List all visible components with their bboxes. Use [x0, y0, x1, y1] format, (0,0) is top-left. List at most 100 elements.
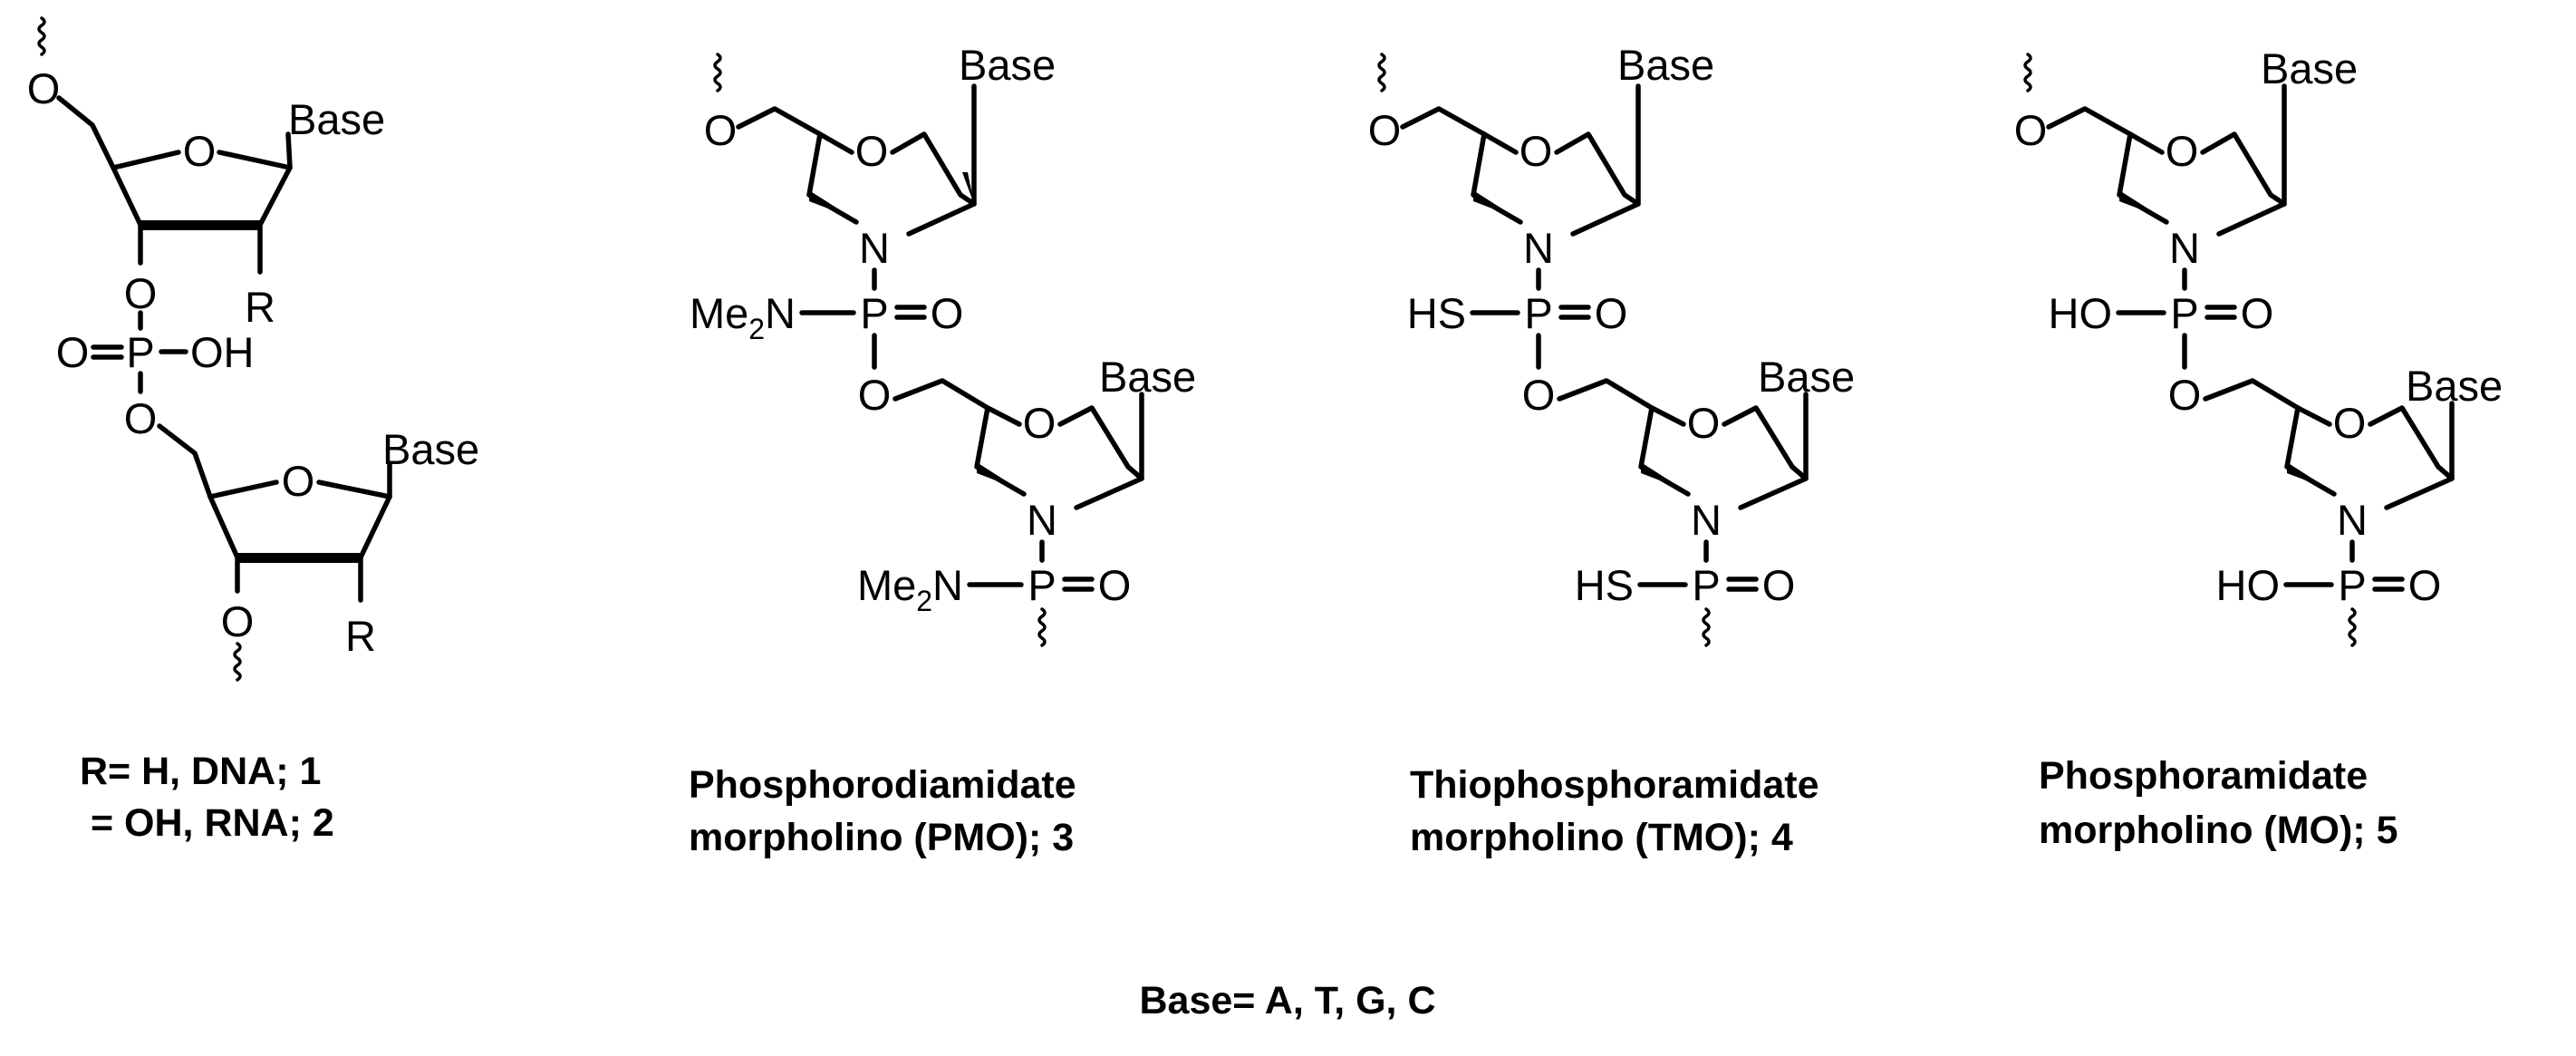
bond	[892, 378, 990, 411]
atom-n: N	[859, 224, 890, 272]
caption-4-line1: Thiophosphoramidate	[1410, 763, 1819, 807]
atom-o-5prime-b: O	[124, 394, 158, 442]
label-base: Base	[1099, 353, 1196, 401]
bold-bond	[237, 553, 361, 563]
label-ho: HO	[2049, 289, 2113, 337]
atom-ring-o: O	[855, 127, 889, 175]
double-bond-p-o	[2205, 305, 2237, 320]
atom-r: R	[245, 283, 275, 331]
wavy-bond	[713, 53, 722, 92]
caption-1-line2: = OH, RNA; 2	[91, 801, 334, 845]
wavy-bond	[37, 16, 46, 56]
label-base: Base	[288, 95, 385, 143]
label-base: Base	[382, 425, 479, 473]
wavy-bond	[233, 642, 242, 682]
atom-ring-o: O	[183, 127, 217, 175]
base-definition: Base= A, T, G, C	[1140, 979, 1436, 1022]
atom-o: O	[858, 371, 892, 419]
bond	[736, 106, 823, 137]
bond-base-1	[285, 131, 293, 170]
bond	[2203, 378, 2301, 411]
atom-ring-o: O	[2166, 127, 2199, 175]
wedge-bond	[1641, 462, 1684, 489]
caption-1-line1: R= H, DNA; 1	[80, 750, 321, 793]
double-bond-p-o	[2372, 576, 2405, 592]
structure-dna-rna: O O Base R O P O OH O O Base R O	[27, 16, 479, 682]
atom-o-double: O	[56, 328, 90, 376]
atom-o-double: O	[2408, 561, 2442, 609]
morpholine-ring	[806, 131, 977, 237]
atom-ring-o: O	[282, 457, 315, 505]
atom-p: P	[126, 328, 154, 376]
label-base: Base	[1758, 353, 1855, 401]
atom-o-5prime: O	[27, 64, 61, 112]
atom-p: P	[1524, 289, 1552, 337]
double-bond-p-o	[1062, 576, 1095, 592]
label-me2n: Me2N	[690, 289, 796, 345]
atom-ring-o: O	[1023, 399, 1056, 447]
label-base: Base	[2406, 362, 2503, 410]
wedge-bond	[977, 462, 1019, 489]
atom-o: O	[1522, 371, 1556, 419]
atom-p: P	[860, 289, 888, 337]
morpholine-ring	[2117, 131, 2287, 237]
atom-o-double: O	[2241, 289, 2274, 337]
atom-p: P	[2338, 561, 2366, 609]
atom-o: O	[2014, 106, 2048, 154]
atom-o-double: O	[931, 289, 964, 337]
label-base: Base	[959, 41, 1056, 89]
structure-pmo: O O Base N P Me2N O O O Base N P Me2N O	[690, 41, 1196, 647]
atom-ring-o: O	[2333, 399, 2367, 447]
bond	[157, 423, 213, 499]
bond	[2046, 106, 2133, 137]
label-base: Base	[1617, 41, 1714, 89]
wavy-bond	[1037, 607, 1047, 647]
atom-p: P	[1028, 561, 1056, 609]
atom-o-double: O	[1595, 289, 1628, 337]
label-hs: HS	[1575, 561, 1634, 609]
atom-ring-o: O	[1687, 399, 1721, 447]
wavy-bond	[1702, 607, 1711, 647]
atom-n: N	[1027, 496, 1057, 544]
wedge-bond	[2287, 462, 2330, 489]
caption-3-line1: Phosphorodiamidate	[689, 763, 1076, 807]
atom-p: P	[2170, 289, 2198, 337]
wedge-bond	[962, 172, 974, 204]
atom-p: P	[1692, 561, 1720, 609]
bond	[56, 95, 116, 170]
atom-n: N	[2337, 496, 2368, 544]
wavy-bond	[2348, 607, 2357, 647]
morpholine-ring	[1638, 405, 1809, 510]
label-me2n: Me2N	[857, 561, 963, 617]
wedge-bond	[809, 190, 852, 218]
wedge-bond	[1473, 190, 1516, 218]
atom-n: N	[1691, 496, 1722, 544]
caption-3-line2: morpholino (PMO); 3	[689, 816, 1074, 859]
atom-o-3prime: O	[124, 269, 158, 317]
atom-r: R	[345, 612, 376, 660]
caption-4-line2: morpholino (TMO); 4	[1410, 816, 1793, 859]
label-ho: HO	[2216, 561, 2281, 609]
atom-o-3prime: O	[221, 597, 255, 645]
morpholine-ring	[974, 405, 1144, 510]
label-oh: OH	[190, 328, 255, 376]
bond	[1400, 106, 1487, 137]
double-bond-p-o	[1726, 576, 1759, 592]
double-bond-p-o	[91, 344, 124, 360]
atom-n: N	[1523, 224, 1554, 272]
wedge-bond	[2119, 190, 2162, 218]
morpholine-ring	[2284, 405, 2455, 510]
double-bond-p-o	[894, 305, 927, 320]
structure-tmo: O O Base N P HS O O O Base N P HS O	[1368, 41, 1855, 647]
label-hs: HS	[1407, 289, 1466, 337]
bold-bond	[140, 220, 260, 230]
structure-mo: O O Base N P HO O O O Base N P HO O	[2014, 44, 2503, 647]
atom-o-double: O	[1098, 561, 1132, 609]
wavy-bond	[1377, 53, 1386, 92]
atom-o: O	[1368, 106, 1402, 154]
morpholine-ring	[1471, 131, 1641, 237]
atom-n: N	[2169, 224, 2200, 272]
bond	[1557, 378, 1655, 411]
double-bond-p-o	[1558, 305, 1591, 320]
